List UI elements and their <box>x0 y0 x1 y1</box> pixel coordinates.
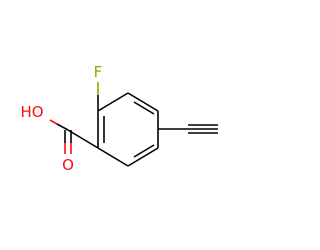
ring-bond-c2-c3 <box>127 92 159 112</box>
hydroxyl-label: HO <box>20 103 43 121</box>
ring-bond-c4-c5-inner <box>133 144 155 158</box>
ring-bond-c4-c5 <box>127 147 159 167</box>
structure-canvas: F HO O <box>20 63 218 174</box>
bond-c-oh-carbon-half <box>56 123 69 131</box>
ring-bond-c2-c3-inner <box>133 101 155 115</box>
bond-c-oh-oxygen-half <box>49 119 58 125</box>
ring-bond-c1-c2 <box>97 92 129 112</box>
molecule-drawing: F HO O <box>20 63 218 174</box>
ring-bond-c5-c6 <box>97 147 129 167</box>
bond-ring-carboxyl <box>67 129 99 149</box>
fluorine-label: F <box>94 63 103 81</box>
carbonyl-oxygen-label: O <box>62 156 74 174</box>
